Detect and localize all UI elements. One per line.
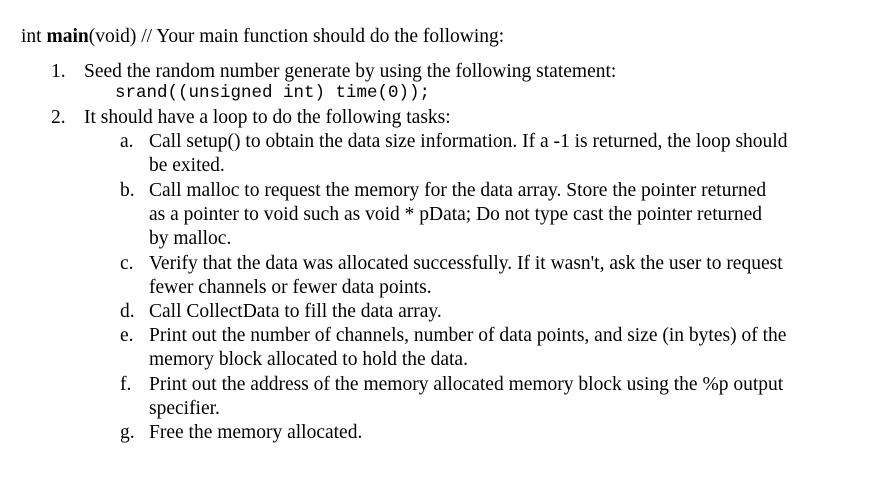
task-b-line-2: as a pointer to void such as void * pDat… — [149, 204, 763, 225]
task-e-line-1: Print out the number of channels, number… — [149, 325, 787, 346]
step-1-text: Seed the random number generate by using… — [84, 61, 617, 82]
step-2-text: It should have a loop to do the followin… — [84, 107, 451, 128]
task-g-letter: g. — [120, 422, 135, 443]
task-d-letter: d. — [120, 301, 135, 322]
srand-code-line: srand((unsigned int) time(0)); — [115, 83, 431, 103]
task-b-line-1: Call malloc to request the memory for th… — [149, 180, 767, 201]
function-name: main — [46, 26, 89, 47]
signature-prefix: int — [21, 26, 47, 47]
task-e-line-2: memory block allocated to hold the data. — [149, 349, 468, 370]
task-f-line-1: Print out the address of the memory allo… — [149, 374, 784, 395]
task-a-line-2: be exited. — [149, 155, 225, 176]
task-b-line-3: by malloc. — [149, 228, 232, 249]
step-1-number: 1. — [51, 61, 66, 82]
task-a-line-1: Call setup() to obtain the data size inf… — [149, 131, 788, 152]
task-a-letter: a. — [120, 131, 134, 152]
task-c-letter: c. — [120, 253, 134, 274]
task-g-line-1: Free the memory allocated. — [149, 422, 363, 443]
function-signature: int main(void) // Your main function sho… — [21, 25, 504, 49]
task-f-line-2: specifier. — [149, 398, 220, 419]
task-b-letter: b. — [120, 180, 135, 201]
task-d-line-1: Call CollectData to fill the data array. — [149, 301, 442, 322]
signature-suffix: (void) // Your main function should do t… — [88, 26, 505, 47]
step-2-number: 2. — [51, 107, 66, 128]
task-f-letter: f. — [120, 374, 132, 395]
task-c-line-2: fewer channels or fewer data points. — [149, 277, 432, 298]
task-c-line-1: Verify that the data was allocated succe… — [149, 253, 783, 274]
task-e-letter: e. — [120, 325, 134, 346]
